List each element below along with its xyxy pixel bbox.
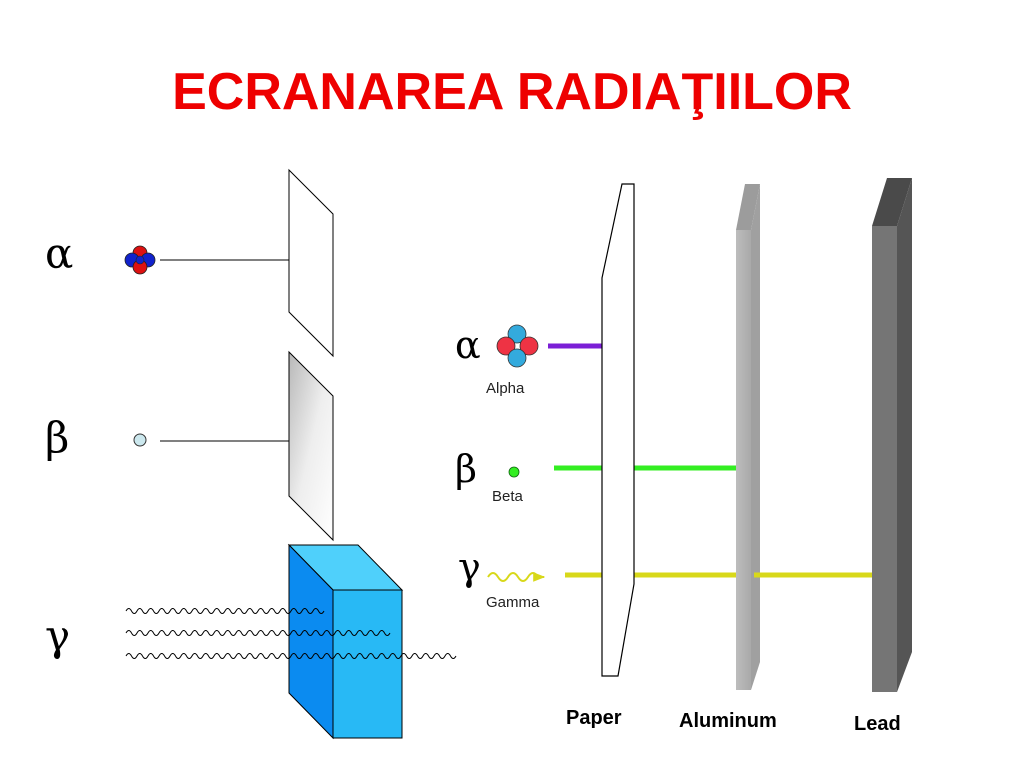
gamma-wave-3 bbox=[125, 653, 457, 659]
paper-label: Paper bbox=[566, 707, 622, 729]
beta-caption: Beta bbox=[492, 488, 524, 505]
gamma-wave-1 bbox=[125, 608, 325, 614]
left-beta-particle-icon bbox=[133, 433, 147, 447]
left-gamma-waves bbox=[125, 608, 457, 659]
lead-slab bbox=[872, 178, 912, 692]
left-block bbox=[287, 543, 404, 740]
aluminum-label: Aluminum bbox=[679, 710, 777, 732]
left-metal-sheet bbox=[288, 350, 334, 542]
left-alpha-particle-icon bbox=[124, 245, 156, 275]
aluminum-slab bbox=[736, 184, 760, 690]
left-beta-symbol: β bbox=[45, 413, 69, 462]
right-alpha-symbol: α bbox=[455, 323, 481, 367]
gamma-wave-icon bbox=[487, 572, 546, 582]
right-alpha-particle-icon bbox=[496, 324, 539, 368]
gamma-wave-2 bbox=[125, 630, 391, 636]
left-panel: α β γ bbox=[45, 168, 457, 740]
right-beta-particle-icon bbox=[508, 466, 520, 478]
left-paper-sheet bbox=[288, 168, 334, 358]
paper-sheet bbox=[601, 183, 635, 677]
right-gamma-symbol: γ bbox=[458, 545, 481, 589]
left-gamma-symbol: γ bbox=[45, 611, 70, 660]
right-panel: α Alpha β Beta γ Gamma Paper Aluminum Le… bbox=[455, 178, 912, 735]
right-beta-symbol: β bbox=[455, 447, 477, 491]
gamma-caption: Gamma bbox=[486, 594, 540, 611]
left-alpha-symbol: α bbox=[45, 229, 73, 278]
alpha-caption: Alpha bbox=[486, 380, 525, 397]
slide-title: ECRANAREA RADIAŢIILOR bbox=[172, 63, 852, 121]
lead-label: Lead bbox=[854, 713, 901, 735]
